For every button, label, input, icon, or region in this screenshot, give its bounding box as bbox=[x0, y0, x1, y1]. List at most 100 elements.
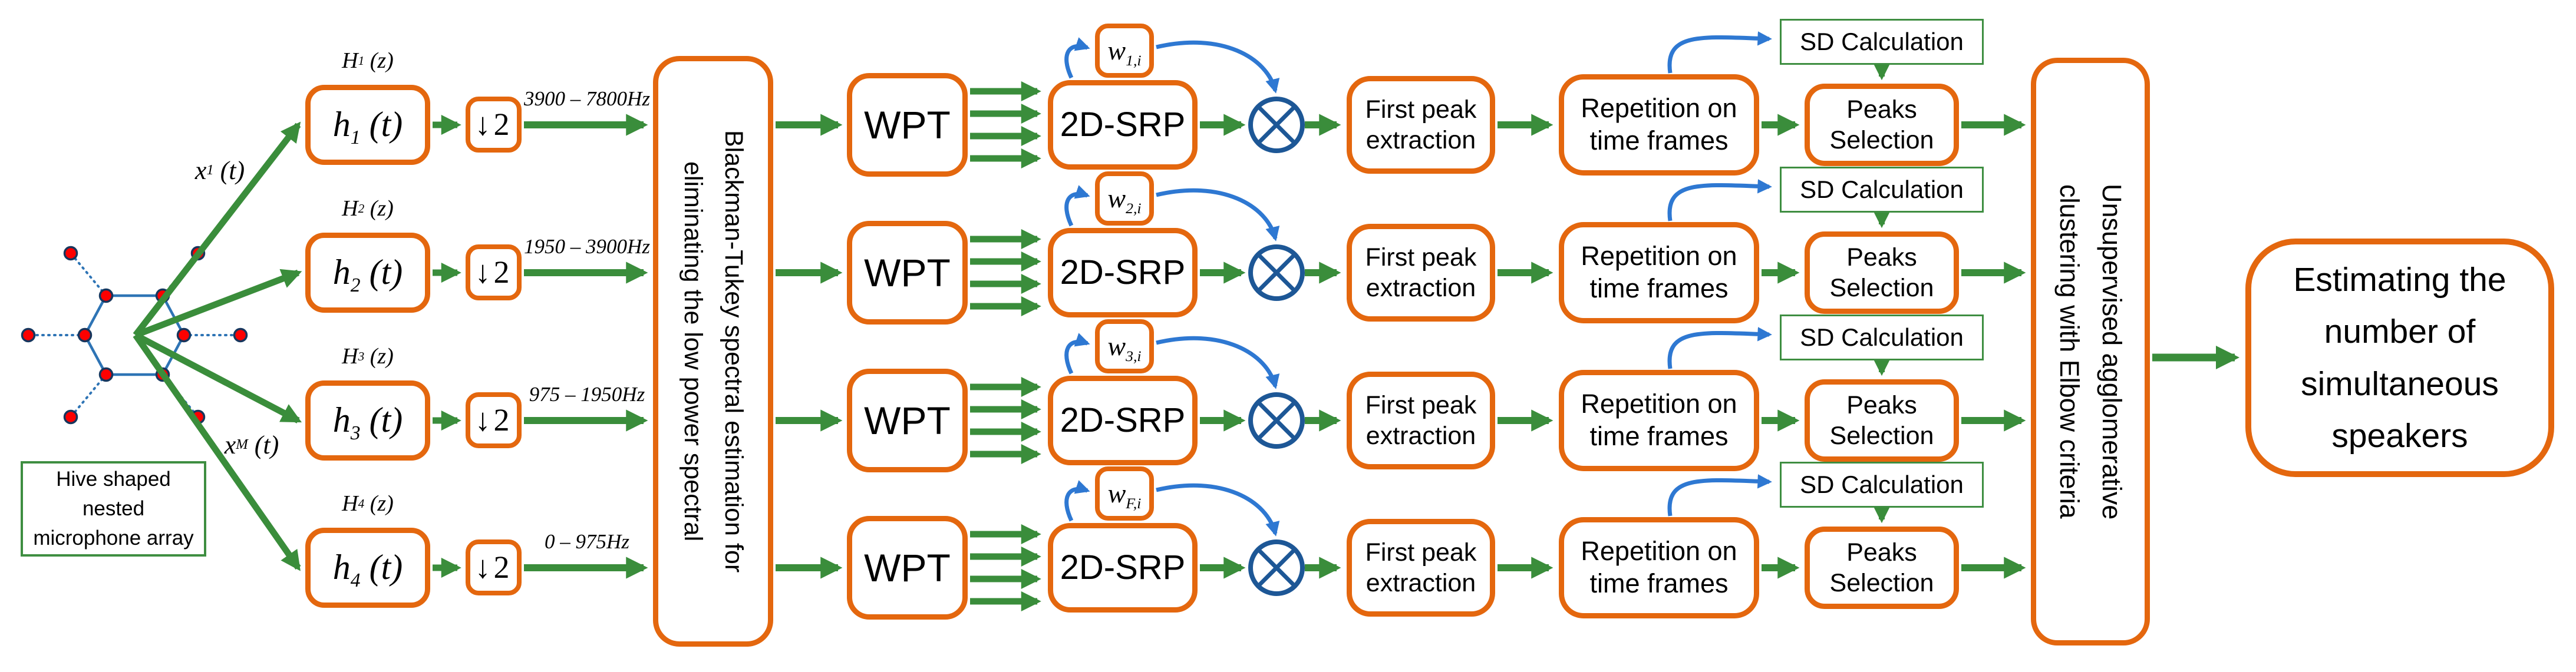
array-spoke bbox=[70, 373, 107, 418]
repetition-to-sd-arrow bbox=[1667, 327, 1772, 369]
array-spoke bbox=[70, 252, 107, 297]
array-spoke bbox=[161, 373, 199, 418]
weight-to-multiply-arrow bbox=[1156, 188, 1280, 241]
srp-label: 2D-SRP bbox=[1060, 400, 1186, 439]
microphone-dot bbox=[98, 367, 114, 382]
weight-label: w2,i bbox=[1107, 182, 1142, 217]
filter-box-h3: h3 (t) bbox=[305, 380, 430, 461]
first-peak-line: extraction bbox=[1365, 274, 1476, 302]
srp-box-1: 2D-SRP bbox=[1048, 80, 1198, 170]
first-peak-line: First peak bbox=[1365, 95, 1477, 124]
repetition-line: time frames bbox=[1589, 273, 1729, 303]
microphone-dot bbox=[233, 327, 248, 343]
wpt-box-4: WPT bbox=[847, 516, 968, 620]
downsample-box-4: ↓2 bbox=[466, 539, 522, 595]
microphone-dot bbox=[21, 327, 36, 343]
multiply-icon-2 bbox=[1258, 254, 1295, 292]
signal-arg: (t) bbox=[220, 155, 245, 185]
filter-box-h1: h1 (t) bbox=[305, 85, 430, 165]
weight-to-multiply-arrow bbox=[1156, 483, 1280, 537]
multiply-icon-1 bbox=[1258, 106, 1295, 144]
band-text: 1950 – 3900Hz bbox=[524, 235, 650, 258]
repetition-line: time frames bbox=[1589, 568, 1729, 598]
weight-box-1: w1,i bbox=[1095, 24, 1154, 78]
output-box: Estimating the number of simultaneous sp… bbox=[2245, 239, 2554, 477]
repetition-to-sd-arrow bbox=[1667, 474, 1772, 517]
math-sub: 3 bbox=[350, 422, 361, 445]
peaks-line: Selection bbox=[1829, 422, 1934, 450]
math-sub: 3,i bbox=[1126, 347, 1142, 365]
srp-to-weight-arrow bbox=[1064, 185, 1090, 227]
math-arg: (t) bbox=[369, 548, 403, 587]
signal-base: x bbox=[194, 155, 207, 185]
microphone-dot bbox=[98, 288, 114, 303]
math-sub: 1 bbox=[350, 127, 361, 149]
repetition-line: time frames bbox=[1589, 125, 1729, 155]
srp-label: 2D-SRP bbox=[1060, 105, 1186, 144]
output-line: number of bbox=[2324, 313, 2476, 351]
filter-box-h4: h4 (t) bbox=[305, 528, 430, 608]
mic-array-caption-line: microphone array bbox=[33, 526, 194, 549]
downsample-box-1: ↓2 bbox=[466, 97, 522, 153]
math-base: H bbox=[342, 344, 358, 369]
peaks-line: Selection bbox=[1829, 126, 1934, 154]
output-line: Estimating the bbox=[2293, 260, 2506, 299]
band-text: 975 – 1950Hz bbox=[529, 383, 645, 406]
wpt-label: WPT bbox=[864, 102, 951, 147]
math-sub: 2,i bbox=[1126, 200, 1142, 217]
band-label-1: 3900 – 7800Hz bbox=[512, 86, 662, 112]
srp-box-3: 2D-SRP bbox=[1048, 376, 1198, 465]
weight-label: w1,i bbox=[1107, 34, 1141, 68]
signal-arg: (t) bbox=[254, 430, 279, 459]
math-base: w bbox=[1107, 478, 1126, 508]
clustering-line: clustering with Elbow criteria bbox=[2054, 184, 2084, 519]
math-base: h bbox=[332, 253, 351, 292]
math-base: H bbox=[342, 491, 358, 516]
weight-label: wF,i bbox=[1107, 477, 1142, 511]
math-base: h bbox=[332, 105, 351, 144]
math-arg: (t) bbox=[369, 253, 403, 292]
output-line: simultaneous bbox=[2301, 365, 2499, 403]
wpt-label: WPT bbox=[864, 545, 951, 590]
blackman-tukey-line: eliminating the low power spectral bbox=[679, 161, 707, 542]
mic-array-caption-line: nested bbox=[82, 497, 145, 521]
srp-to-weight-arrow bbox=[1064, 333, 1090, 375]
sd-calculation-box-3: SD Calculation bbox=[1780, 315, 1984, 360]
downsample-label: ↓2 bbox=[474, 106, 513, 142]
weight-box-4: wF,i bbox=[1095, 466, 1154, 521]
sd-label: SD Calculation bbox=[1800, 28, 1964, 55]
band-label-3: 975 – 1950Hz bbox=[512, 382, 662, 408]
microphone-dot bbox=[77, 327, 93, 343]
srp-box-2: 2D-SRP bbox=[1048, 228, 1198, 317]
blackman-tukey-box: Blackman-Tukey spectral estimation for e… bbox=[653, 56, 773, 647]
weight-to-multiply-arrow bbox=[1156, 336, 1280, 389]
math-arg: (t) bbox=[369, 105, 403, 144]
first-peak-line: extraction bbox=[1365, 126, 1476, 154]
mic-to-filter-arrow bbox=[133, 333, 301, 571]
clustering-box: Unsupervised agglomerative clustering wi… bbox=[2031, 58, 2150, 645]
math-base: h bbox=[332, 548, 351, 587]
weight-box-3: w3,i bbox=[1095, 319, 1154, 373]
wpt-box-1: WPT bbox=[847, 73, 968, 177]
filter-label: h4 (t) bbox=[332, 546, 403, 590]
downsample-box-2: ↓2 bbox=[466, 244, 522, 300]
peaks-line: Peaks bbox=[1846, 390, 1917, 419]
downsample-label: ↓2 bbox=[474, 254, 513, 290]
wpt-box-2: WPT bbox=[847, 221, 968, 325]
repetition-line: time frames bbox=[1589, 421, 1729, 451]
math-base: H bbox=[342, 196, 358, 221]
wpt-box-3: WPT bbox=[847, 369, 968, 472]
math-base: w bbox=[1107, 330, 1126, 361]
wpt-label: WPT bbox=[864, 250, 951, 294]
repetition-line: Repetition on bbox=[1581, 93, 1737, 124]
multiply-icon-4 bbox=[1258, 549, 1295, 587]
math-base: H bbox=[342, 48, 358, 73]
band-label-2: 1950 – 3900Hz bbox=[512, 234, 662, 260]
math-arg: (z) bbox=[370, 196, 394, 221]
